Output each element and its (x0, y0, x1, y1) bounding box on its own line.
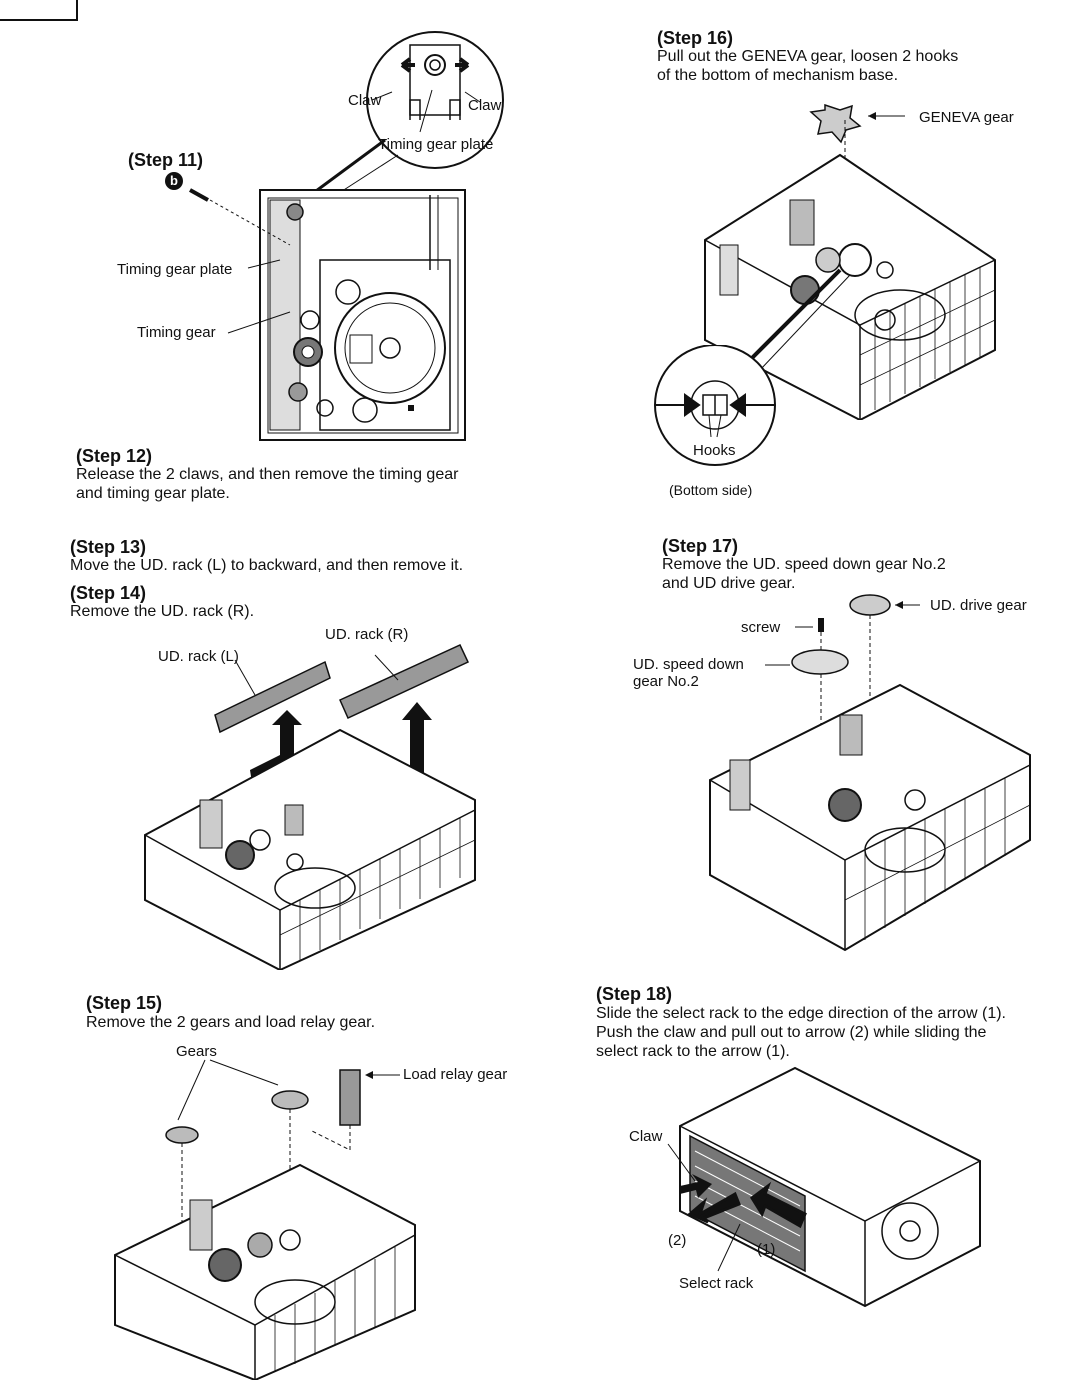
step18-title: (Step 18) (596, 984, 673, 1004)
step17-figure (705, 590, 1035, 955)
step18-figure (640, 1066, 985, 1316)
geneva-gear-label: GENEVA gear (919, 109, 1014, 126)
hooks-label: Hooks (693, 442, 736, 459)
ud-drive-gear-label: UD. drive gear (930, 597, 1027, 614)
arrow-1-label: (1) (757, 1241, 776, 1258)
step11-figure (180, 30, 520, 450)
timing-gear-label: Timing gear (137, 324, 216, 341)
gears-label: Gears (176, 1043, 217, 1060)
arrow-2-label: (2) (668, 1232, 687, 1249)
step11-title: (Step 11) (128, 150, 204, 170)
step15-figure (110, 1040, 420, 1380)
hooks-detail-figure (651, 345, 781, 470)
bottom-side-label: (Bottom side) (669, 482, 753, 498)
claw-label: Claw (629, 1128, 663, 1145)
step15-text: Remove the 2 gears and load relay gear. (86, 1014, 376, 1031)
step14-text: Remove the UD. rack (R). (70, 603, 255, 620)
step15-title: (Step 15) (86, 993, 163, 1013)
step17-title: (Step 17) (662, 536, 739, 556)
header-tab-box (0, 0, 78, 21)
step14-title: (Step 14) (70, 583, 147, 603)
step12-title: (Step 12) (76, 446, 153, 466)
step13-text: Move the UD. rack (L) to backward, and t… (70, 557, 464, 574)
step12-text: Release the 2 claws, and then remove the… (76, 466, 459, 502)
load-relay-gear-label: Load relay gear (403, 1066, 508, 1083)
claw-left-label: Claw (348, 92, 382, 109)
ud-rack-l-label: UD. rack (L) (158, 648, 239, 665)
step18-text: Slide the select rack to the edge direct… (596, 1005, 1006, 1060)
step16-title: (Step 16) (657, 28, 734, 48)
step13-title: (Step 13) (70, 537, 147, 557)
select-rack-label: Select rack (679, 1275, 754, 1292)
step17-text: Remove the UD. speed down gear No.2 and … (662, 556, 946, 592)
screw-label: screw (741, 619, 781, 636)
ud-rack-r-label: UD. rack (R) (325, 626, 409, 643)
step14-figure (140, 640, 480, 970)
step16-figure (650, 90, 1040, 420)
timing-gear-plate-label: Timing gear plate (117, 261, 233, 278)
step16-text: Pull out the GENEVA gear, loosen 2 hooks… (657, 48, 959, 84)
timing-gear-plate-top-label: Timing gear plate (378, 136, 494, 153)
ud-speed-down-gear-label: UD. speed down gear No.2 (633, 656, 744, 690)
screw-b-icon: b (165, 172, 183, 190)
claw-right-label: Claw (468, 97, 502, 114)
